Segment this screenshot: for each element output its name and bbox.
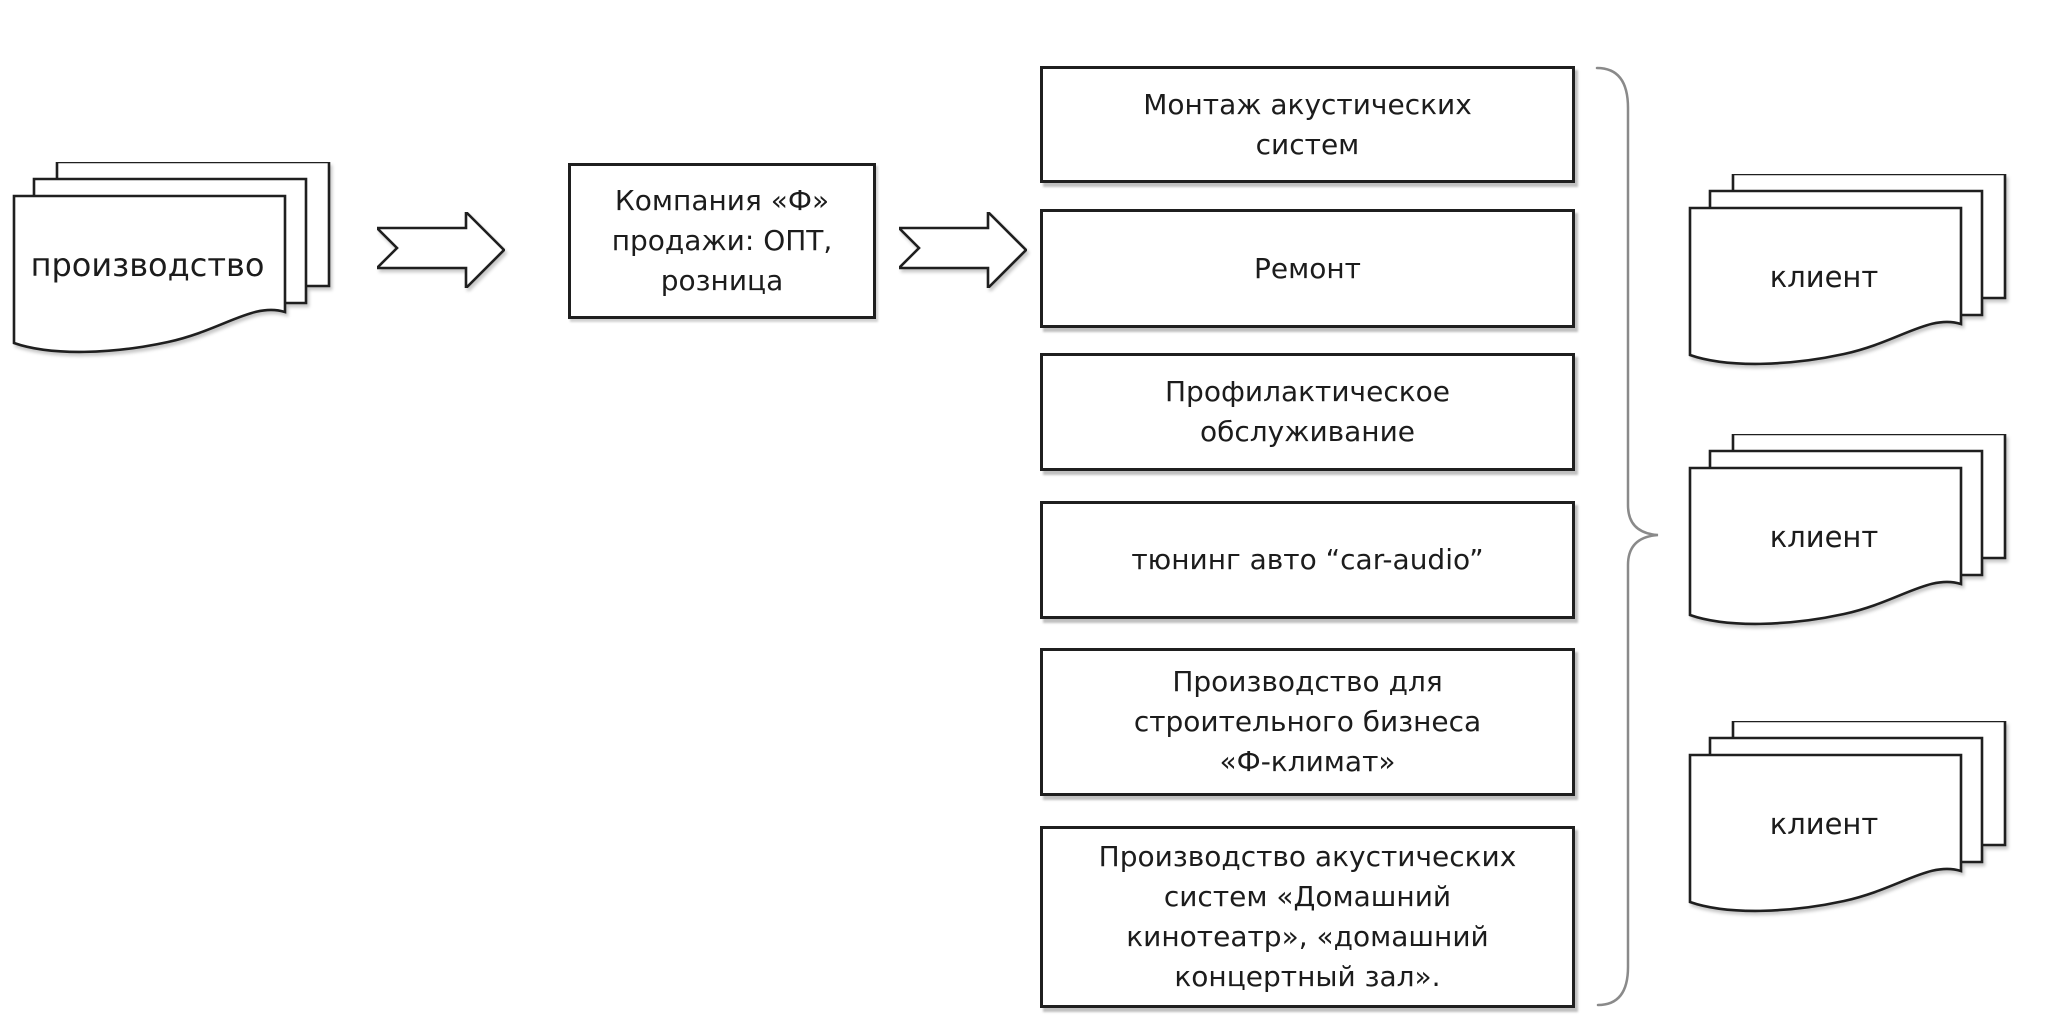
company-label: Компания «Ф» продажи: ОПТ, розница [611, 184, 833, 297]
brace-path [1595, 66, 1659, 1007]
service-label: Производство для строительного бизнеса «… [1133, 665, 1482, 778]
document-page-front [1688, 206, 1963, 366]
service-box-car-audio: тюнинг авто “car-audio” [1040, 501, 1575, 619]
service-label: Профилактическое обслуживание [1164, 375, 1450, 448]
right-arrow-icon [377, 212, 505, 288]
client-label-3: клиент [1769, 807, 1879, 841]
service-label: тюнинг авто “car-audio” [1131, 543, 1484, 576]
service-box-remont: Ремонт [1040, 209, 1575, 328]
client-label-2: клиент [1769, 520, 1879, 554]
service-label: Монтаж акустических систем [1143, 87, 1472, 161]
production-label: производство [30, 246, 265, 284]
service-label: Ремонт [1254, 251, 1361, 285]
document-page-front [12, 194, 287, 354]
client-multidocument-icon-3 [1688, 721, 2007, 913]
client-multidocument-icon-1 [1688, 174, 2007, 366]
service-box-acoustic-systems: Производство акустических систем «Домашн… [1040, 826, 1575, 1008]
service-label: Производство акустических систем «Домашн… [1098, 840, 1517, 993]
service-box-f-climat: Производство для строительного бизнеса «… [1040, 648, 1575, 796]
client-multidocument-icon-2 [1688, 434, 2007, 626]
company-box: Компания «Ф» продажи: ОПТ, розница [568, 163, 876, 319]
right-arrow-shape [377, 212, 505, 288]
service-box-montazh: Монтаж акустических систем [1040, 66, 1575, 183]
production-multidocument-icon [12, 162, 331, 354]
client-label-1: клиент [1769, 260, 1879, 294]
right-arrow-shape [899, 212, 1027, 288]
right-arrow-icon [899, 212, 1027, 288]
service-box-profilaktika: Профилактическое обслуживание [1040, 353, 1575, 471]
document-page-front [1688, 466, 1963, 626]
document-page-front [1688, 753, 1963, 913]
clients-brace-icon [1595, 66, 1659, 1007]
